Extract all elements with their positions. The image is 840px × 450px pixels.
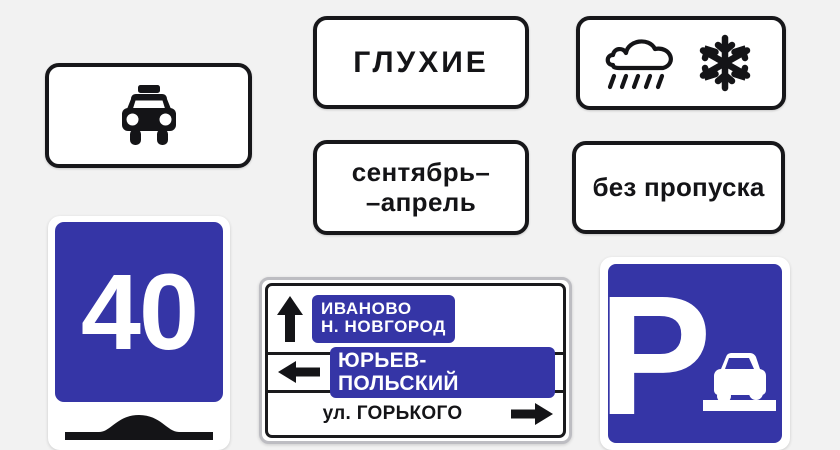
arrow-right-icon	[511, 403, 553, 426]
sign-speed-limit-40: 40	[55, 222, 223, 402]
car-on-kerb-icon	[703, 353, 776, 411]
destination-panel-ivanovo: ИВАНОВО Н. НОВГОРОД	[312, 294, 455, 343]
parking-blue-panel: P	[608, 264, 782, 443]
parking-pictogram: P	[608, 264, 776, 443]
direction-row-straight: ИВАНОВО Н. НОВГОРОД	[268, 286, 563, 352]
parking-letter-P: P	[608, 264, 712, 443]
sign-months-text: сентябрь– –апрель	[351, 157, 491, 217]
sign-months-plate: сентябрь– –апрель	[313, 140, 529, 235]
arrow-left-icon	[278, 361, 320, 384]
direction-row-left: ЮРЬЕВ-ПОЛЬСКИЙ	[268, 346, 563, 398]
speed-hump-icon	[65, 415, 213, 440]
direction-row-street: ул. ГОРЬКОГО	[268, 393, 563, 435]
sign-no-pass-plate: без пропуска	[572, 141, 785, 234]
speed-limit-number: 40	[80, 251, 199, 372]
sign-wet-surface-plate	[576, 16, 786, 110]
weather-pictograms	[605, 34, 751, 92]
sign-taxi-plate	[45, 63, 252, 168]
sign-direction-board: ИВАНОВО Н. НОВГОРОД ЮРЬЕВ-ПОЛЬСКИЙ ул. Г…	[259, 277, 572, 444]
taxi-car-icon	[121, 84, 176, 145]
snowflake-icon	[699, 34, 751, 92]
direction-board-inner: ИВАНОВО Н. НОВГОРОД ЮРЬЕВ-ПОЛЬСКИЙ ул. Г…	[265, 283, 566, 438]
sign-deaf-plate: ГЛУХИЕ	[313, 16, 529, 109]
sign-no-pass-text: без пропуска	[592, 171, 765, 202]
arrow-up-icon	[277, 295, 303, 342]
street-name-label: ул. ГОРЬКОГО	[322, 403, 463, 425]
sign-parking: P	[600, 257, 790, 450]
sign-speed-limit-group: 40	[48, 216, 230, 450]
rain-cloud-icon	[605, 39, 673, 90]
destination-panel-yuryev-polsky: ЮРЬЕВ-ПОЛЬСКИЙ	[330, 346, 555, 398]
sign-deaf-text: ГЛУХИЕ	[353, 45, 489, 79]
